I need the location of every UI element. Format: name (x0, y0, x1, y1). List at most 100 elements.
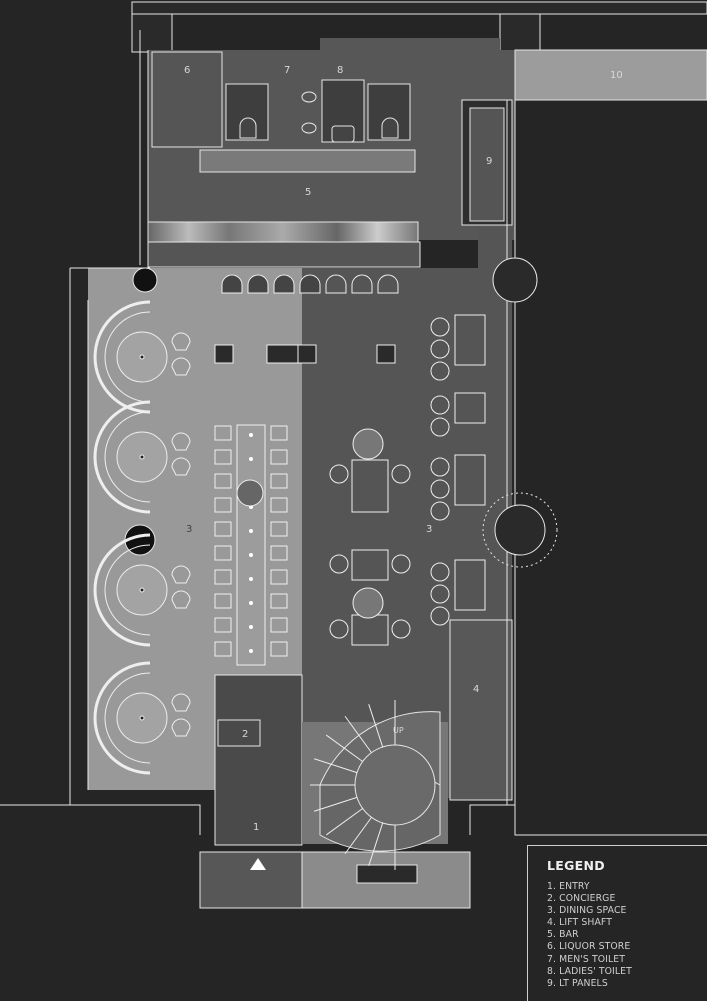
bar-stool-icon (273, 274, 295, 294)
area-10 (514, 49, 707, 101)
label-lt-panels: 9 (486, 156, 492, 167)
chair-icon (430, 395, 450, 415)
chair-icon (430, 339, 450, 359)
plant-icon (352, 587, 384, 619)
legend-item: 5. BAR (547, 929, 579, 941)
table-light (249, 433, 253, 437)
plant-icon (352, 428, 384, 460)
booth-sofa-inner (104, 544, 151, 636)
chair-icon (171, 565, 191, 584)
chair-icon (171, 432, 191, 451)
booth-sofa-inner (104, 672, 151, 764)
chair-icon (430, 562, 450, 582)
chair-icon (214, 593, 232, 609)
chair-icon (214, 641, 232, 657)
label-bar: 5 (305, 187, 311, 198)
lift-shaft (449, 619, 513, 801)
legend-item: 7. MEN'S TOILET (547, 953, 626, 965)
label-dining-right: 3 (426, 524, 432, 535)
chair-icon (270, 497, 288, 513)
table-light (249, 553, 253, 557)
table (454, 314, 486, 366)
booth-table-center (139, 354, 145, 360)
chair-icon (430, 417, 450, 437)
stair-tread (314, 758, 358, 774)
table (351, 614, 389, 646)
booth-table-center (139, 715, 145, 721)
label-liquor-store: 6 (184, 65, 190, 76)
legend-item: 6. LIQUOR STORE (547, 941, 631, 953)
chair-icon (171, 718, 191, 737)
column (492, 257, 538, 303)
entry (214, 674, 303, 846)
urinal-icon (301, 91, 317, 103)
legend-item: 4. LIFT SHAFT (547, 917, 612, 929)
table-light (249, 577, 253, 581)
label-ladies-toilet: 8 (337, 65, 343, 76)
chair-icon (214, 449, 232, 465)
stair-tread (368, 704, 384, 748)
bar-stool-icon (377, 274, 399, 294)
chair-icon (214, 545, 232, 561)
legend-title: LEGEND (547, 858, 605, 873)
stair-up-label: UP (393, 726, 404, 735)
bar-stool-icon (247, 274, 269, 294)
chair-icon (270, 593, 288, 609)
legend: LEGEND 1. ENTRY 2. CONCIERGE 3. DINING S… (527, 845, 707, 1001)
legend-item: 8. LADIES' TOILET (547, 965, 632, 977)
pillar (297, 344, 317, 364)
table (351, 549, 389, 581)
legend-item: 1. ENTRY (547, 881, 590, 892)
chair-icon (270, 521, 288, 537)
column (494, 504, 546, 556)
table (454, 559, 486, 611)
chair-icon (270, 545, 288, 561)
chair-icon (329, 554, 349, 574)
legend-list: 1. ENTRY 2. CONCIERGE 3. DINING SPACE 4.… (528, 881, 707, 990)
chair-icon (391, 464, 411, 484)
table-light (249, 457, 253, 461)
table-light (249, 601, 253, 605)
chair-icon (391, 554, 411, 574)
table (454, 392, 486, 424)
legend-item: 3. DINING SPACE (547, 905, 627, 917)
basin-icon (331, 125, 355, 143)
bar-stool-icon (351, 274, 373, 294)
lt-panels (469, 107, 505, 222)
toilet-icon (381, 117, 399, 139)
chair-icon (214, 569, 232, 585)
stair-tread (344, 715, 372, 753)
chair-icon (430, 361, 450, 381)
chair-icon (214, 473, 232, 489)
top-wall (131, 1, 707, 15)
booth-sofa-inner (104, 311, 151, 403)
pillar (214, 344, 234, 364)
toilet-icon (239, 117, 257, 139)
chair-icon (270, 641, 288, 657)
chair-icon (171, 332, 191, 351)
plant-icon (236, 479, 264, 507)
entry-threshold (199, 851, 303, 909)
concierge (217, 719, 261, 747)
booth-table-center (139, 587, 145, 593)
chair-icon (329, 619, 349, 639)
stair-tread (325, 808, 363, 836)
chair-icon (430, 606, 450, 626)
booth-sofa (93, 533, 151, 647)
table (351, 459, 389, 513)
booth-sofa-inner (104, 411, 151, 503)
label-dining-left: 3 (186, 524, 192, 535)
chair-icon (270, 473, 288, 489)
chair-icon (171, 590, 191, 609)
legend-item: 9. LT PANELS (547, 977, 608, 989)
liquor-store (151, 51, 223, 148)
stair-tread (314, 796, 358, 812)
chair-icon (214, 497, 232, 513)
chair-icon (430, 584, 450, 604)
chair-icon (430, 501, 450, 521)
back-bar (199, 149, 416, 173)
entry-arrow-icon (250, 858, 266, 870)
chair-icon (171, 457, 191, 476)
chair-icon (329, 464, 349, 484)
